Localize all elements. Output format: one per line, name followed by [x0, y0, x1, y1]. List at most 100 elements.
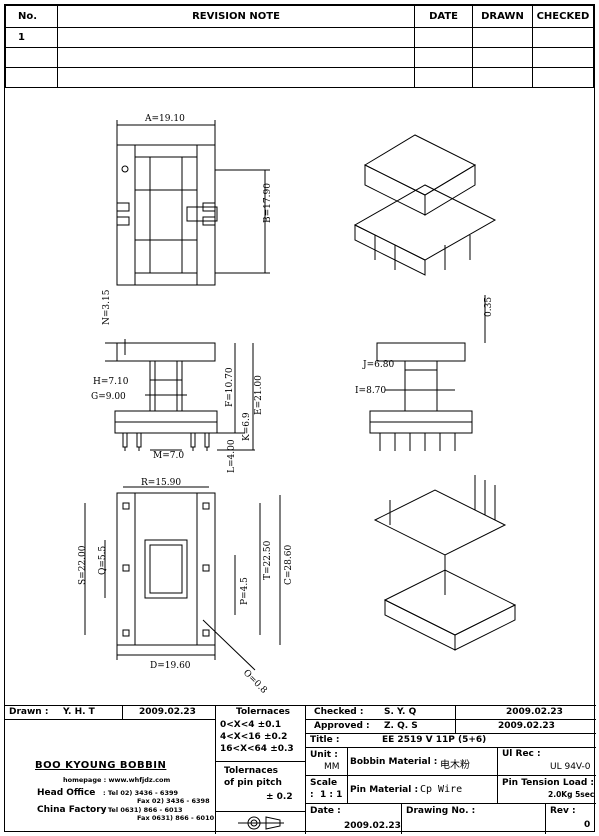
iso-view-top — [353, 134, 497, 276]
row-date — [414, 47, 473, 68]
bobbin-material-label: Bobbin Material : — [350, 757, 438, 767]
dim-f: F=10.70 — [225, 367, 235, 407]
pin-tension-value: 2.0Kg 5sec — [548, 790, 595, 799]
row-no: 1 — [5, 27, 58, 48]
row-drawn — [472, 47, 533, 68]
ul-rec-cell: Ul Rec : UL 94V-0 — [498, 748, 596, 776]
projection-symbol-icon — [238, 816, 284, 830]
pin-material-label: Pin Material : — [350, 785, 419, 795]
revision-header-row: No. REVISION NOTE DATE DRAWN CHECKED — [5, 5, 595, 28]
header-drawn: DRAWN — [472, 5, 533, 28]
pin-tension-cell: Pin Tension Load : 2.0Kg 5sec — [498, 776, 596, 804]
header-date: DATE — [414, 5, 473, 28]
pin-pitch-value: ± 0.2 — [266, 792, 293, 802]
ul-rec-value: UL 94V-0 — [550, 762, 591, 772]
scale-colon: : — [310, 790, 314, 800]
drawing-no-cell: Drawing No. : — [402, 804, 546, 834]
dim-d: D=19.60 — [150, 661, 191, 671]
table-row: 1 — [5, 27, 595, 48]
bobbin-material-value: 电木粉 — [440, 760, 470, 771]
approved-value: Z. Q. S — [384, 721, 418, 731]
row-drawn — [472, 67, 533, 88]
row-note — [56, 47, 416, 68]
checked-date-cell: 2009.02.23 — [456, 706, 596, 720]
head-office-fax: Fax 02) 3436 - 6398 — [137, 797, 210, 805]
rev-value: 0 — [584, 820, 591, 830]
dim-a: A=19.10 — [144, 114, 185, 124]
company-homepage: homepage : www.whfjdz.com — [63, 776, 171, 784]
dim-o: O=0.8 — [241, 668, 269, 696]
side-view — [369, 295, 486, 451]
china-factory-tel: : Tel 0631) 866 - 6013 — [103, 806, 183, 814]
title-label: Title : — [310, 735, 340, 745]
scale-cell: Scale : 1 : 1 — [306, 776, 348, 804]
pin-pitch-cell: Tolernaces of pin pitch ± 0.2 — [216, 762, 306, 812]
unit-cell: Unit : MM — [306, 748, 348, 776]
company-name: BOO KYOUNG BOBBIN — [35, 760, 167, 771]
title-cell: Title : EE 2519 V 11P (5+6) — [306, 734, 596, 748]
technical-drawing: A=19.10 B=17.90 N=3.15 H=7.10 G=9.00 F=1… — [78, 114, 517, 696]
dim-0-35: 0.35 — [484, 297, 494, 317]
dim-c: C=28.60 — [284, 545, 294, 585]
iso-view-bottom — [373, 475, 517, 651]
row-no — [5, 47, 58, 68]
date-value: 2009.02.23 — [344, 821, 401, 831]
pin-material-value: Cp Wire — [420, 784, 463, 795]
checked-label: Checked : — [314, 707, 364, 717]
tolerance-row: 4<X<16 ±0.2 — [220, 732, 288, 742]
dim-l: L=4.00 — [227, 439, 237, 473]
row-note — [56, 67, 416, 88]
table-row — [5, 47, 595, 68]
front-view — [105, 339, 255, 451]
row-date — [414, 27, 473, 48]
company-cell: BOO KYOUNG BOBBIN homepage : www.whfjdz.… — [5, 720, 216, 834]
header-revision-note: REVISION NOTE — [56, 5, 416, 28]
checked-date: 2009.02.23 — [506, 707, 563, 717]
dim-k: K=6.9 — [242, 412, 252, 441]
title-value: EE 2519 V 11P (5+6) — [382, 735, 487, 745]
dim-b: B=17.90 — [263, 183, 273, 223]
revision-table: No. REVISION NOTE DATE DRAWN CHECKED 1 — [5, 5, 595, 88]
pin-material-cell: Pin Material : Cp Wire — [348, 776, 498, 804]
dim-i: I=8.70 — [355, 386, 386, 396]
dim-n: N=3.15 — [102, 289, 112, 325]
pin-pitch-title: Tolernaces — [224, 766, 279, 776]
tolerance-row: 0<X<4 ±0.1 — [220, 720, 282, 730]
drawn-label: Drawn : — [9, 707, 49, 717]
row-checked — [531, 67, 595, 88]
scale-value: 1 : 1 — [320, 790, 343, 800]
row-checked — [531, 47, 595, 68]
row-note — [56, 27, 416, 48]
dim-h: H=7.10 — [93, 377, 129, 387]
rev-cell: Rev : 0 — [546, 804, 596, 834]
drawn-value: Y. H. T — [63, 707, 95, 717]
drawn-date-cell: 2009.02.23 — [123, 706, 216, 720]
drawing-sheet: No. REVISION NOTE DATE DRAWN CHECKED 1 — [4, 4, 596, 834]
table-row — [5, 67, 595, 88]
date-label: Date : — [310, 806, 341, 816]
checked-value: S. Y. Q — [384, 707, 417, 717]
pin-pitch-subtitle: of pin pitch — [224, 778, 282, 788]
approved-date-cell: 2009.02.23 — [456, 720, 596, 734]
drawn-cell: Drawn : Y. H. T — [5, 706, 123, 720]
header-no: No. — [5, 5, 58, 28]
dim-g: G=9.00 — [91, 392, 126, 402]
title-block: Drawn : Y. H. T 2009.02.23 BOO KYOUNG BO… — [5, 705, 596, 834]
bobbin-material-cell: Bobbin Material : 电木粉 — [348, 748, 498, 776]
dim-s: S=22.00 — [78, 545, 88, 585]
scale-label: Scale — [310, 778, 338, 788]
head-office-label: Head Office — [37, 788, 96, 798]
row-checked — [531, 27, 595, 48]
unit-value: MM — [324, 762, 340, 772]
approved-cell: Approved : Z. Q. S — [306, 720, 456, 734]
tolerance-row: 16<X<64 ±0.3 — [220, 744, 294, 754]
dim-p: P=4.5 — [240, 577, 250, 605]
date-cell: Date : 2009.02.23 — [306, 804, 402, 834]
projection-symbol-cell — [216, 812, 306, 834]
dim-r: R=15.90 — [141, 478, 181, 488]
tolerance-title: Tolernaces — [236, 707, 291, 717]
header-checked: CHECKED — [531, 5, 595, 28]
dim-e: E=21.00 — [254, 375, 264, 415]
pin-tension-label: Pin Tension Load : — [502, 778, 595, 788]
dim-m: M=7.0 — [153, 451, 184, 461]
